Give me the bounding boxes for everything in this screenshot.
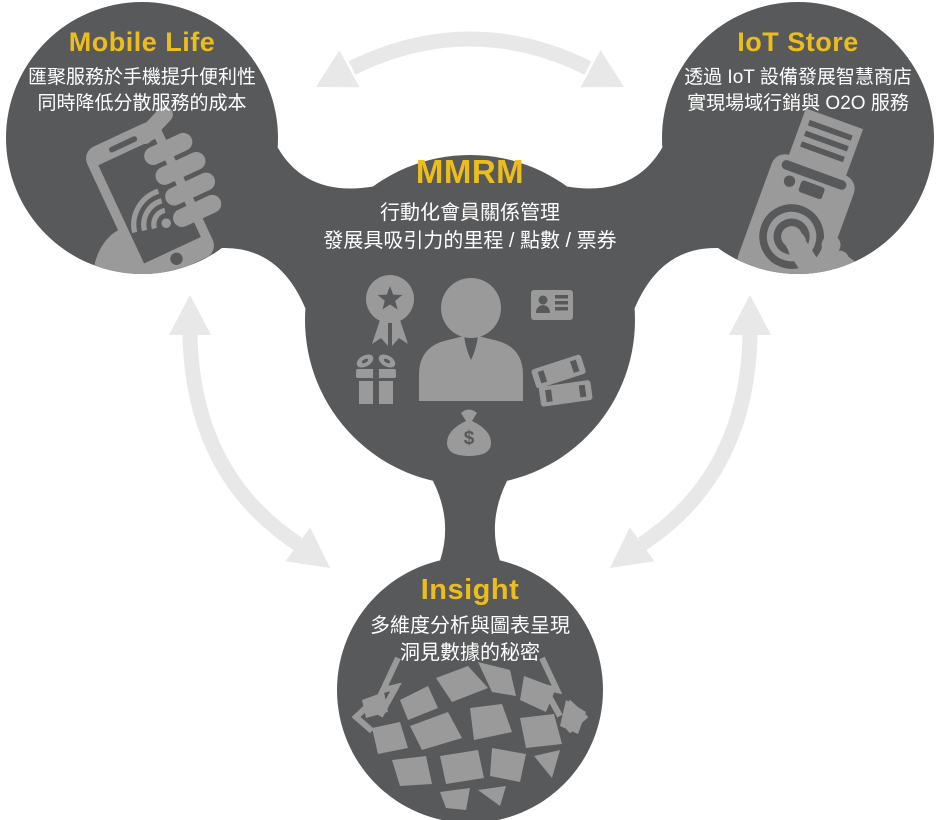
mmrm-desc-line1: 行動化會員關係管理 bbox=[380, 202, 560, 224]
fragmented-brain-icon bbox=[351, 656, 589, 810]
iot-store-node: IoT Store 透過 IoT 設備發展智慧商店 實現場域行銷與 O2O 服務 bbox=[658, 26, 938, 117]
mobile-life-desc-line2: 同時降低分散服務的成本 bbox=[37, 93, 247, 114]
neck-mobile-mmrm bbox=[221, 147, 373, 309]
mmrm-description: 行動化會員關係管理 發展具吸引力的里程 / 點數 / 票券 bbox=[290, 199, 650, 255]
mobile-life-node: Mobile Life 匯聚服務於手機提升便利性 同時降低分散服務的成本 bbox=[2, 26, 282, 117]
mmrm-title: MMRM bbox=[415, 153, 525, 190]
arrow-iot-insight bbox=[610, 295, 771, 568]
award-ribbon-icon bbox=[366, 275, 414, 346]
neck-mmrm-insight bbox=[432, 480, 508, 561]
mobile-life-title: Mobile Life bbox=[68, 27, 216, 57]
hand-holding-phone-icon bbox=[86, 106, 222, 274]
insight-desc-line1: 多維度分析與圖表呈現 bbox=[370, 615, 570, 637]
neck-iot-mmrm bbox=[567, 147, 719, 309]
insight-description: 多維度分析與圖表呈現 洞見數據的秘密 bbox=[310, 613, 630, 667]
mobile-life-description: 匯聚服務於手機提升便利性 同時降低分散服務的成本 bbox=[2, 65, 282, 117]
money-bag-icon bbox=[447, 409, 491, 456]
mmrm-node: MMRM 行動化會員關係管理 發展具吸引力的里程 / 點數 / 票券 bbox=[290, 154, 650, 255]
arrow-mobile-insight bbox=[169, 295, 330, 568]
mmrm-desc-line2: 發展具吸引力的里程 / 點數 / 票券 bbox=[323, 230, 617, 252]
insight-title: Insight bbox=[420, 574, 520, 606]
tickets-icon bbox=[531, 354, 593, 407]
mobile-life-desc-line1: 匯聚服務於手機提升便利性 bbox=[27, 67, 256, 88]
iot-store-title: IoT Store bbox=[737, 27, 859, 57]
iot-store-desc-line1: 透過 IoT 設備發展智慧商店 bbox=[684, 67, 912, 88]
lightning-bolts-icon bbox=[351, 656, 589, 734]
id-card-icon bbox=[531, 290, 573, 320]
iot-store-description: 透過 IoT 設備發展智慧商店 實現場域行銷與 O2O 服務 bbox=[658, 65, 938, 117]
iot-store-desc-line2: 實現場域行銷與 O2O 服務 bbox=[687, 93, 909, 114]
gift-icon bbox=[356, 354, 396, 404]
dollar-sign-label: $ bbox=[463, 428, 475, 449]
wifi-signal-icon bbox=[131, 188, 171, 233]
insight-desc-line2: 洞見數據的秘密 bbox=[400, 642, 540, 664]
arrow-mobile-iot bbox=[316, 31, 624, 88]
insight-node: Insight 多維度分析與圖表呈現 洞見數據的秘密 bbox=[310, 574, 630, 667]
member-person-icon bbox=[419, 278, 523, 401]
